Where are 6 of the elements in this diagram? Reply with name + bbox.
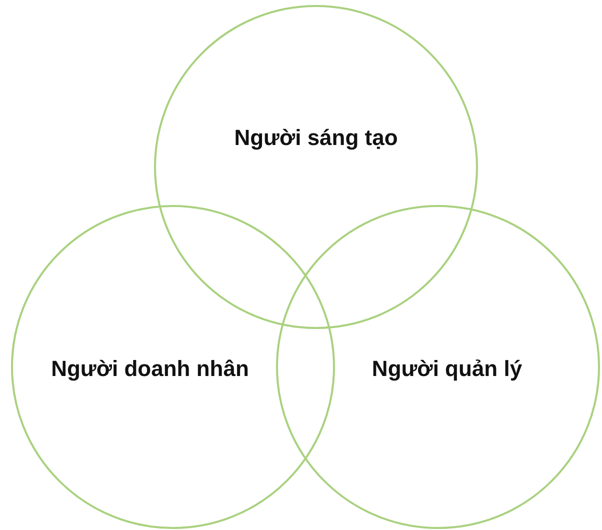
- circle-label: Người sáng tạo: [234, 125, 398, 151]
- venn-circle: [276, 205, 600, 529]
- venn-circle: [154, 5, 478, 329]
- circle-label: Người doanh nhân: [51, 356, 249, 382]
- venn-circle: [11, 205, 335, 529]
- circle-label: Người quản lý: [372, 356, 522, 382]
